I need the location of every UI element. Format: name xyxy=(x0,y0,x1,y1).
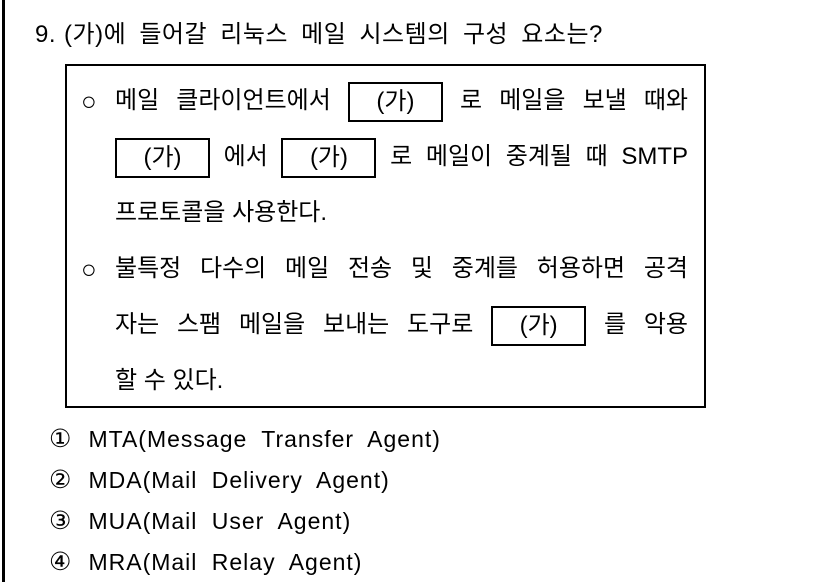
choice-option-3[interactable]: ③ MUA(Mail User Agent) xyxy=(49,501,441,542)
box-text: 로 메일을 보낼 때와 xyxy=(460,87,688,114)
box-text: 할 수 있다. xyxy=(115,367,224,394)
choice-marker-3: ③ xyxy=(49,507,72,536)
box-text: 로 메일이 중계될 때 SMTP xyxy=(390,143,689,170)
box-text: 자는 스팸 메일을 보내는 도구로 xyxy=(115,311,474,338)
blank-ga-box: (가) xyxy=(115,137,210,178)
bullet-item-1: ○ 메일 클라이언트에서 (가) 로 메일을 보낼 때와 (가) 에서 (가) … xyxy=(81,73,688,241)
choice-marker-4: ④ xyxy=(49,548,72,577)
box-line-6: 할 수 있다. xyxy=(115,353,688,409)
box-text: 불특정 다수의 메일 전송 및 중계를 허용하면 공격 xyxy=(115,255,688,282)
question-header: 9. (가)에 들어갈 리눅스 메일 시스템의 구성 요소는? xyxy=(35,14,603,49)
box-text: 를 악용 xyxy=(603,311,689,338)
choice-marker-1: ① xyxy=(49,425,72,454)
bullet-item-2: ○ 불특정 다수의 메일 전송 및 중계를 허용하면 공격 자는 스팸 메일을 … xyxy=(81,241,688,409)
choice-label-4: MRA(Mail Relay Agent) xyxy=(88,549,363,576)
choice-label-1: MTA(Message Transfer Agent) xyxy=(88,426,441,453)
choice-marker-2: ② xyxy=(49,466,72,495)
box-line-1: 메일 클라이언트에서 (가) 로 메일을 보낼 때와 xyxy=(115,73,688,129)
box-text: 프로토콜을 사용한다. xyxy=(115,199,328,226)
box-line-3: 프로토콜을 사용한다. xyxy=(115,185,688,241)
box-text: 에서 xyxy=(223,143,268,170)
choice-option-1[interactable]: ① MTA(Message Transfer Agent) xyxy=(49,419,441,460)
choice-option-4[interactable]: ④ MRA(Mail Relay Agent) xyxy=(49,542,441,582)
choice-label-2: MDA(Mail Delivery Agent) xyxy=(88,467,390,494)
blank-ga-box: (가) xyxy=(491,305,587,346)
bullet-circle-icon: ○ xyxy=(81,86,97,116)
column-divider-line xyxy=(2,0,5,582)
info-box: ○ 메일 클라이언트에서 (가) 로 메일을 보낼 때와 (가) 에서 (가) … xyxy=(65,64,706,408)
blank-ga-box: (가) xyxy=(281,137,377,178)
box-line-4: 불특정 다수의 메일 전송 및 중계를 허용하면 공격 xyxy=(115,241,688,297)
bullet-circle-icon: ○ xyxy=(81,254,97,284)
box-line-5: 자는 스팸 메일을 보내는 도구로 (가) 를 악용 xyxy=(115,297,688,353)
question-text: (가)에 들어갈 리눅스 메일 시스템의 구성 요소는? xyxy=(64,21,603,48)
choice-label-3: MUA(Mail User Agent) xyxy=(88,508,352,535)
box-line-2: (가) 에서 (가) 로 메일이 중계될 때 SMTP xyxy=(115,129,688,185)
question-number: 9. xyxy=(35,21,57,48)
answer-choices: ① MTA(Message Transfer Agent) ② MDA(Mail… xyxy=(49,419,441,582)
box-text: 메일 클라이언트에서 xyxy=(115,87,331,114)
blank-ga-box: (가) xyxy=(347,81,443,122)
choice-option-2[interactable]: ② MDA(Mail Delivery Agent) xyxy=(49,460,441,501)
